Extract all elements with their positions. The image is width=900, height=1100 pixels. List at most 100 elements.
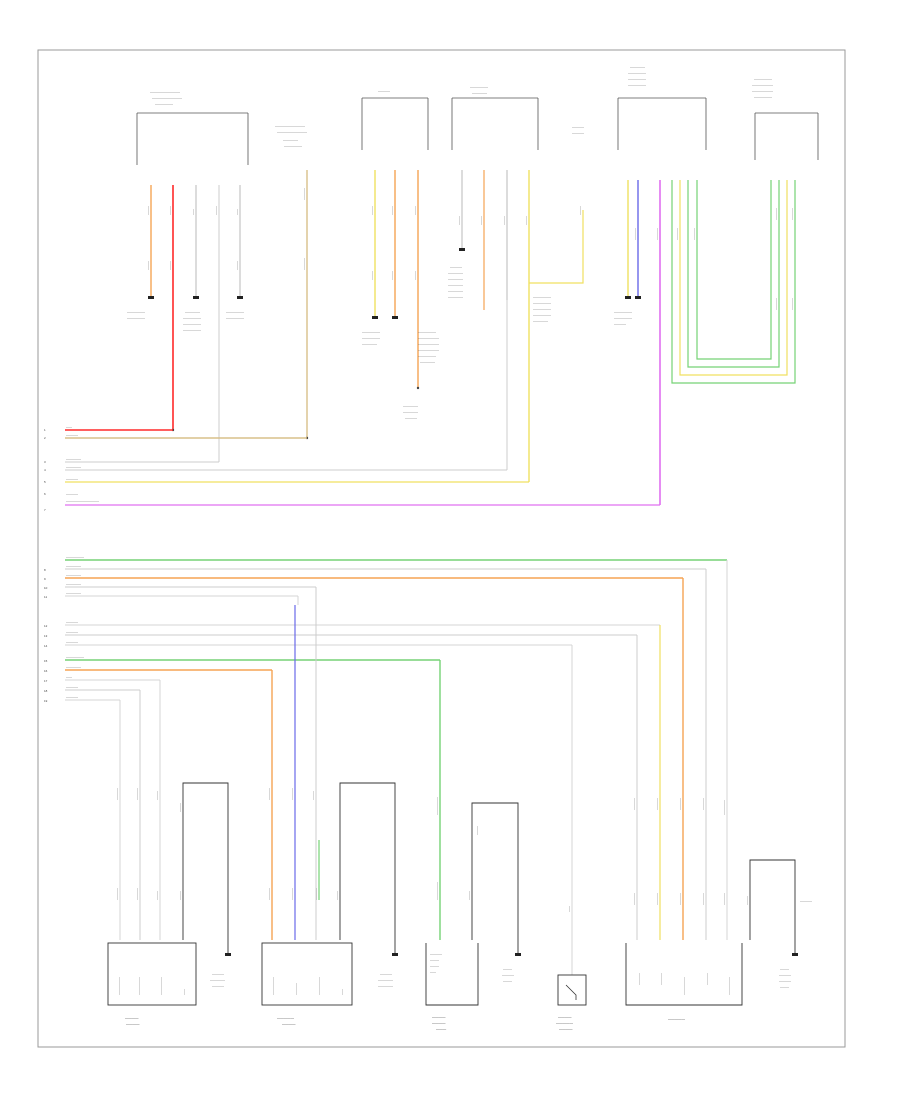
- svg-text:————: ————: [659, 973, 663, 985]
- svg-text:——————: ——————: [418, 354, 436, 358]
- svg-text:—————: —————: [66, 564, 81, 568]
- svg-text:——: ——: [430, 970, 436, 974]
- svg-text:10: 10: [44, 586, 48, 590]
- svg-text:4: 4: [44, 468, 46, 472]
- svg-text:———————————: ———————————: [66, 499, 99, 503]
- svg-text:——: ——: [182, 989, 186, 995]
- top-bus-wires: 1 2 3 4 5 6 7 —— ———— ————— ————— ———— —…: [44, 300, 660, 512]
- left-tail-lamp-block: [107, 942, 197, 1006]
- svg-text:————: ————: [632, 798, 636, 810]
- svg-text:———: ———: [780, 967, 789, 971]
- svg-text:———: ———: [390, 271, 394, 280]
- svg-text:————: ————: [701, 798, 705, 810]
- svg-text:————: ————: [632, 893, 636, 905]
- svg-text:17: 17: [44, 679, 48, 683]
- svg-text:———: ———: [475, 826, 479, 835]
- svg-text:—————: —————: [403, 410, 418, 414]
- svg-text:———: ———: [524, 216, 528, 225]
- svg-text:——————: ——————: [362, 336, 380, 340]
- svg-text:——: ——: [66, 425, 72, 429]
- svg-text:—————: —————: [185, 310, 200, 314]
- svg-text:———: ———: [311, 791, 315, 800]
- svg-text:——————: ——————: [362, 330, 380, 334]
- svg-text:————: ————: [378, 89, 390, 93]
- svg-text:——————: ——————: [159, 977, 163, 995]
- svg-text:———: ———: [155, 891, 159, 900]
- svg-text:————: ————: [66, 640, 78, 644]
- svg-text:————: ————: [637, 973, 641, 985]
- svg-text:————: ————: [135, 888, 139, 900]
- connector-bracket-4: [451, 97, 539, 150]
- svg-text:——: ——: [340, 989, 344, 995]
- svg-text:—————: —————: [472, 91, 487, 95]
- svg-text:——————: ——————: [533, 301, 551, 305]
- svg-text:——————: ——————: [66, 555, 84, 559]
- svg-text:————: ————: [800, 899, 812, 903]
- svg-text:—————: —————: [448, 289, 463, 293]
- right-tail-lamp-block: [261, 942, 353, 1006]
- svg-text:———: ———: [235, 261, 239, 270]
- svg-text:———: ———: [335, 891, 339, 900]
- svg-text:————: ————: [126, 1022, 140, 1026]
- svg-text:——————: ——————: [533, 313, 551, 317]
- svg-text:—————: —————: [722, 800, 726, 815]
- svg-text:————: ————: [380, 972, 392, 976]
- svg-text:————: ————: [302, 188, 306, 200]
- wire-green-2: [687, 180, 780, 368]
- svg-text:————: ————: [678, 798, 682, 810]
- svg-text:——————: ——————: [470, 85, 488, 89]
- cmhsl-bracket: [425, 943, 479, 1006]
- svg-text:——————: ——————: [614, 316, 632, 320]
- svg-text:——————: ——————: [155, 102, 173, 106]
- svg-text:——————: ——————: [435, 797, 439, 815]
- svg-text:————: ————: [790, 298, 794, 310]
- svg-text:——————: ——————: [183, 322, 201, 326]
- wire-green-1: [671, 180, 796, 384]
- svg-text:————: ————: [655, 798, 659, 810]
- svg-text:———: ———: [503, 967, 512, 971]
- svg-text:——————: ——————: [226, 316, 244, 320]
- svg-text:—————: —————: [448, 271, 463, 275]
- svg-text:—————: —————: [630, 65, 645, 69]
- svg-text:19: 19: [44, 699, 48, 703]
- svg-text:——————: ——————: [127, 316, 145, 320]
- svg-text:————: ————: [779, 973, 791, 977]
- svg-text:————: ————: [282, 1022, 296, 1026]
- svg-text:————: ————: [290, 788, 294, 800]
- svg-text:9: 9: [44, 577, 46, 581]
- svg-text:——————: ——————: [628, 77, 646, 81]
- wire-green-3: [696, 180, 772, 360]
- svg-text:————: ————: [135, 788, 139, 800]
- svg-text:——————: ——————: [183, 328, 201, 332]
- svg-text:————: ————: [66, 685, 78, 689]
- svg-text:—————: —————: [210, 978, 225, 982]
- svg-text:——————: ——————: [183, 316, 201, 320]
- svg-text:—————: —————: [378, 984, 393, 988]
- svg-text:———: ———: [780, 985, 789, 989]
- svg-text:————: ————: [722, 893, 726, 905]
- license-lamp-bracket: [625, 943, 743, 1006]
- svg-text:————: ————: [66, 620, 78, 624]
- svg-text:—————: —————: [66, 591, 81, 595]
- svg-text:——————: ——————: [754, 77, 772, 81]
- svg-text:11: 11: [44, 595, 47, 599]
- svg-text:————: ————: [267, 788, 271, 800]
- bottom-components: —————— —————— —————— —— ———— ———— ———— —…: [107, 942, 798, 1031]
- svg-text:————: ————: [314, 888, 318, 900]
- svg-text:————: ————: [779, 979, 791, 983]
- svg-text:————: ————: [212, 972, 224, 976]
- svg-text:————: ————: [302, 258, 306, 270]
- svg-text:———: ———: [430, 964, 439, 968]
- svg-text:——————: ——————: [418, 330, 436, 334]
- svg-text:——————————: ——————————: [277, 130, 307, 134]
- switch-block: [557, 974, 587, 1006]
- svg-text:————: ————: [692, 228, 696, 240]
- svg-text:————: ————: [655, 893, 659, 905]
- svg-text:15: 15: [44, 659, 48, 663]
- svg-text:———: ———: [457, 216, 461, 225]
- svg-text:———: ———: [178, 891, 182, 900]
- svg-text:————: ————: [502, 973, 514, 977]
- svg-text:————: ————: [774, 208, 778, 220]
- svg-text:———: ———: [578, 206, 582, 215]
